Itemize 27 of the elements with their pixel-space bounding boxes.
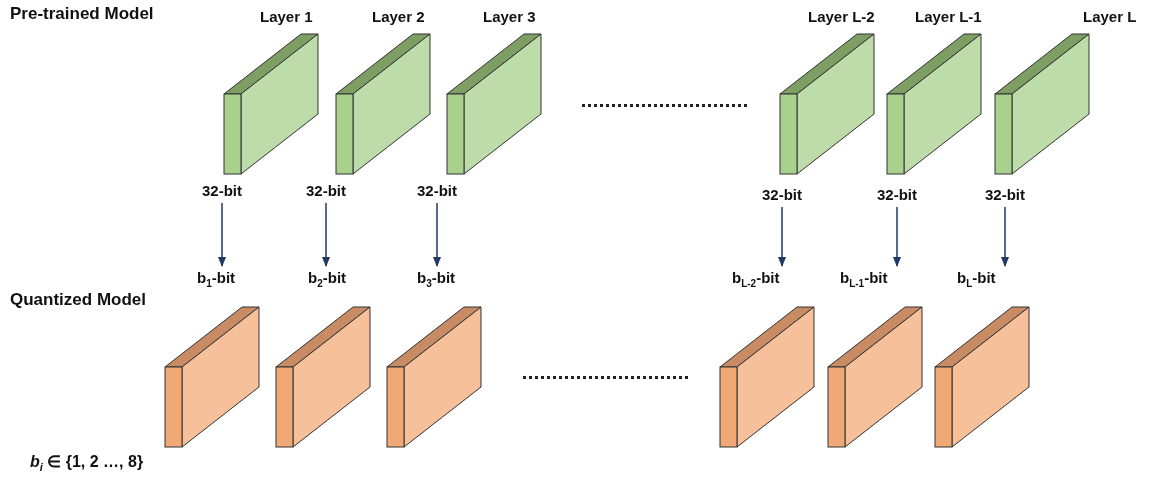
layer-label: Layer 1 — [260, 7, 313, 27]
section-label: Pre-trained Model — [10, 4, 154, 24]
layer-label: b$_{3}$-bit — [417, 268, 456, 291]
layer-label: b$_{L-2}$-bit — [732, 268, 780, 291]
layer-label: Layer 2 — [372, 7, 425, 27]
bit-width-label: 32-bit — [417, 181, 457, 201]
layer-label: b$_{L}$-bit — [957, 268, 996, 291]
layer-label: b$_{2}$-bit — [308, 268, 347, 291]
arrow — [217, 202, 227, 268]
formula-label: b$_{i}$ ∈ {1, 2 …, 8} — [30, 452, 144, 474]
arrow — [321, 202, 331, 268]
layer-label: b$_{L-1}$-bit — [840, 268, 888, 291]
layer-label: Layer L-2 — [808, 7, 875, 27]
layer-label: Layer L-1 — [915, 7, 982, 27]
arrow — [777, 206, 787, 268]
layer-label: Layer L — [1083, 7, 1137, 27]
bit-width-label: 32-bit — [985, 185, 1025, 205]
bit-width-label: 32-bit — [202, 181, 242, 201]
bit-width-label: 32-bit — [306, 181, 346, 201]
arrow — [432, 202, 442, 268]
layer-label: b$_{1}$-bit — [197, 268, 236, 291]
section-label: Quantized Model — [10, 290, 146, 310]
arrow — [1000, 206, 1010, 268]
bit-width-label: 32-bit — [762, 185, 802, 205]
layer-label: Layer 3 — [483, 7, 536, 27]
arrow — [892, 206, 902, 268]
bit-width-label: 32-bit — [877, 185, 917, 205]
